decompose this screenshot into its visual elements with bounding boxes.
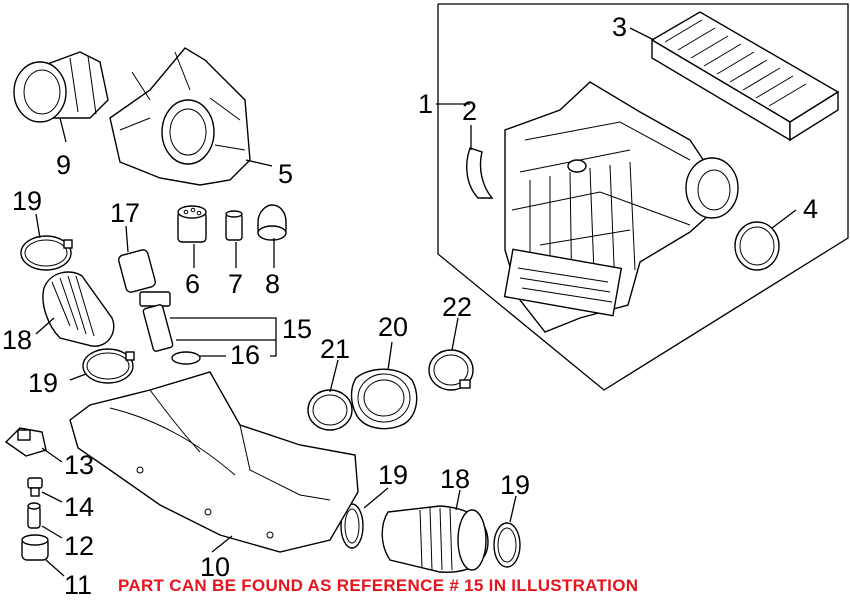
callout-11: 11 [64,570,92,600]
grommet-6[interactable] [177,205,207,243]
callout-2: 2 [462,96,477,126]
seal-ring[interactable] [734,221,780,271]
callout-18a: 18 [2,325,32,355]
housing-clip[interactable] [466,147,494,199]
speed-nut-13[interactable] [4,427,47,457]
callout-19b: 19 [28,368,58,398]
assembly-box [437,3,849,391]
reference-note: PART CAN BE FOUND AS REFERENCE # 15 IN I… [118,576,638,595]
o-ring-16[interactable] [171,351,201,365]
callout-10: 10 [200,552,230,582]
bolt-14[interactable] [27,477,43,497]
bushing-7[interactable] [225,210,243,241]
grommet-11[interactable] [21,534,49,561]
cap-8[interactable] [257,204,287,241]
callout-4: 4 [803,194,818,224]
spacer-12[interactable] [27,502,41,529]
callouts: 1 2 3 4 5 9 17 6 7 8 19 18 15 16 19 21 2… [2,12,818,600]
intake-hose-18b[interactable] [381,505,489,573]
intake-hose-20[interactable] [350,368,418,430]
mass-air-flow-sensor-15[interactable] [139,291,174,352]
hose-clamp-19a[interactable] [20,235,73,271]
callout-9: 9 [56,150,71,180]
callout-6: 6 [185,269,200,299]
air-filter-element[interactable] [650,11,840,142]
air-cleaner-housing[interactable] [503,81,739,333]
callout-19d: 19 [500,470,530,500]
callout-14: 14 [64,492,94,522]
resonator-housing[interactable] [109,47,251,186]
air-duct[interactable] [69,371,359,553]
intake-boot[interactable] [13,51,109,123]
intake-hose-18a[interactable] [42,271,115,347]
sensor-cap-17[interactable] [118,249,157,293]
callout-1: 1 [418,89,433,119]
callout-12: 12 [64,531,94,561]
callout-20: 20 [378,312,408,342]
callout-17: 17 [110,198,140,228]
hose-clamp-19b[interactable] [82,348,135,384]
hose-clamp-19c[interactable] [340,503,364,549]
callout-21: 21 [320,334,350,364]
callout-22: 22 [442,292,472,322]
callout-18b: 18 [440,464,470,494]
callout-19c: 19 [378,460,408,490]
callout-3: 3 [612,12,627,42]
callout-5: 5 [278,159,293,189]
callout-15: 15 [282,314,312,344]
leader-lines [35,27,797,577]
hose-clamp-22[interactable] [428,349,474,391]
hose-clamp-21[interactable] [307,389,353,431]
callout-7: 7 [228,269,243,299]
hose-clamp-19d[interactable] [493,522,521,568]
callout-16: 16 [230,340,260,370]
callout-13: 13 [64,450,94,480]
callout-8: 8 [265,269,280,299]
callout-19a: 19 [12,186,42,216]
